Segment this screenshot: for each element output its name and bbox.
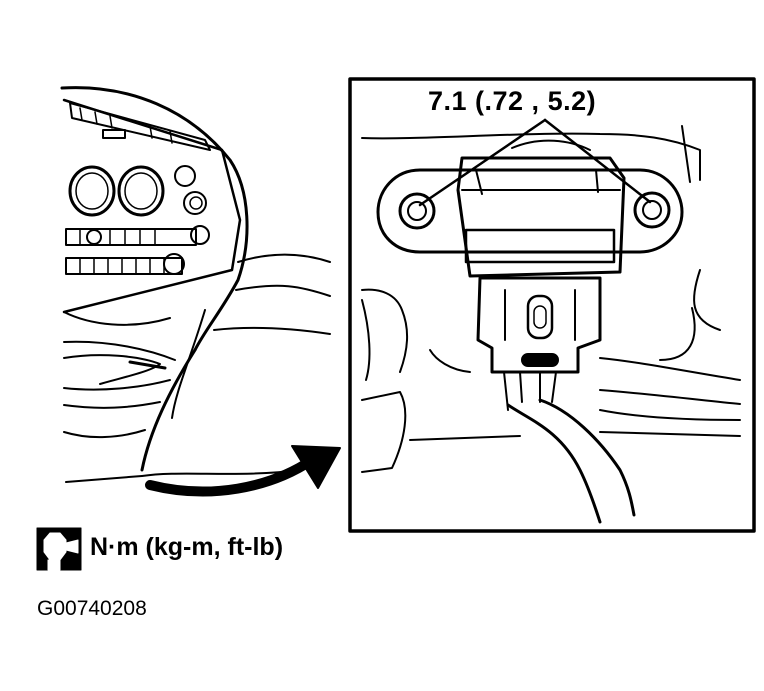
sensor-detail [361, 118, 741, 524]
location-arrow [145, 445, 341, 497]
torque-spec-label: 7.1 (.72 , 5.2) [428, 86, 597, 116]
torque-wrench-icon [36, 527, 82, 571]
torque-unit-label: N·m (kg-m, ft-lb) [90, 533, 284, 561]
figure-code: G00740208 [37, 597, 147, 620]
detail-frame [348, 77, 756, 533]
dashboard-overview [60, 86, 331, 483]
